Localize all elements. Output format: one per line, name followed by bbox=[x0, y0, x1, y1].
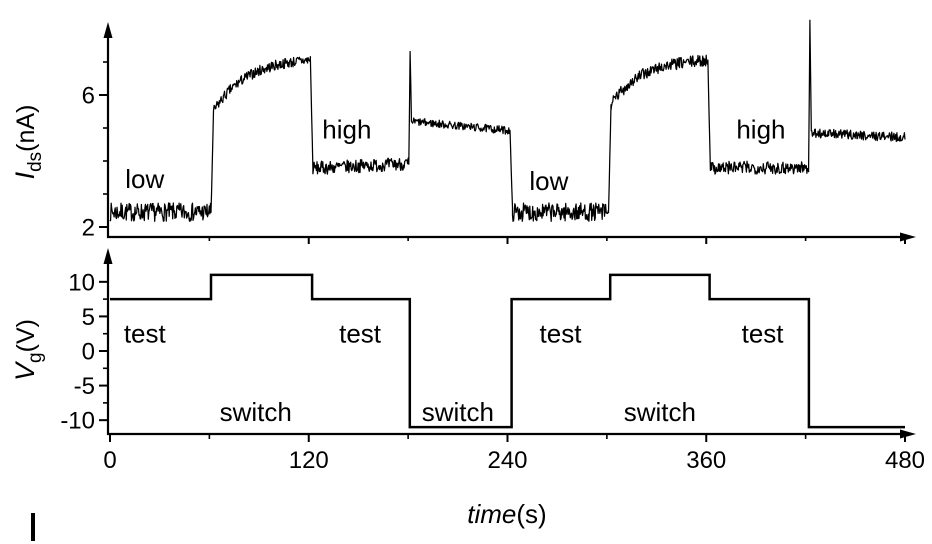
axis-arrow-up-icon bbox=[103, 22, 113, 38]
bottom-y-tick-label: 5 bbox=[82, 304, 95, 331]
bottom-y-tick-label: -5 bbox=[74, 373, 95, 400]
stray-mark bbox=[31, 513, 35, 541]
vg-trace bbox=[110, 273, 905, 429]
bottom-y-tick-label: 0 bbox=[82, 339, 95, 366]
annotation-switch: switch bbox=[624, 397, 696, 427]
ylabel-subscript: ds bbox=[25, 152, 46, 172]
bottom-x-tick-label: 360 bbox=[686, 447, 726, 474]
annotation-switch: switch bbox=[220, 397, 292, 427]
axis-arrow-up-icon bbox=[103, 248, 113, 264]
annotation-switch: switch bbox=[422, 397, 494, 427]
annotation-high: high bbox=[736, 115, 785, 145]
ylabel-variable: V bbox=[10, 360, 40, 381]
ylabel-unit: (nA) bbox=[12, 105, 40, 152]
bottom-x-tick-label: 0 bbox=[103, 447, 116, 474]
bottom-x-tick-label: 480 bbox=[885, 447, 925, 474]
top-y-tick-label: 6 bbox=[82, 83, 95, 110]
bottom-y-tick-label: -10 bbox=[60, 408, 95, 435]
annotation-low: low bbox=[529, 166, 568, 196]
annotation-low: low bbox=[125, 164, 164, 194]
ylabel-subscript: g bbox=[25, 352, 46, 363]
ids-trace bbox=[109, 19, 906, 223]
xlabel-variable: time bbox=[467, 499, 516, 529]
top-y-axis-label: Ids(nA) bbox=[10, 105, 46, 180]
axis-arrow-right-icon bbox=[900, 232, 916, 242]
ylabel-unit: (V) bbox=[12, 319, 40, 352]
xlabel-unit: (s) bbox=[516, 499, 546, 529]
ylabel-variable: I bbox=[10, 171, 40, 179]
top-y-tick-label: 2 bbox=[82, 215, 95, 242]
bottom-y-axis-label: Vg(V) bbox=[10, 319, 46, 381]
annotation-test: test bbox=[124, 319, 167, 349]
annotation-test: test bbox=[339, 319, 382, 349]
bottom-panel: 10 5 0 -5 -10 0 120 240 360 480 Vg(V) time(s) test sw… bbox=[10, 248, 925, 529]
annotation-test: test bbox=[540, 319, 583, 349]
axis-arrow-right-icon bbox=[900, 429, 916, 439]
bottom-x-tick-label: 240 bbox=[487, 447, 527, 474]
annotation-test: test bbox=[742, 319, 785, 349]
bottom-y-tick-label: 10 bbox=[68, 269, 95, 296]
x-axis-label: time(s) bbox=[467, 499, 546, 529]
annotation-high: high bbox=[322, 115, 371, 145]
bottom-x-tick-label: 120 bbox=[289, 447, 329, 474]
